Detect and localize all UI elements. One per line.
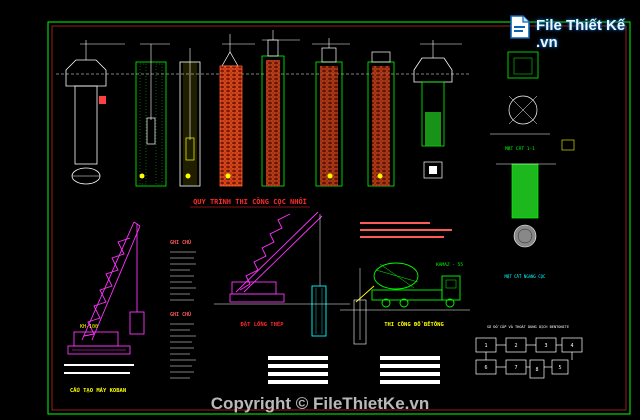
outer-frame <box>47 21 631 415</box>
site-logo[interactable]: File Thiết Kế .vn <box>506 10 626 51</box>
crane-model: KH-100 <box>80 324 98 330</box>
flow-box-7: 7 <box>514 365 517 371</box>
flow-caption: SƠ ĐỒ CẤP VÀ THOÁT DUNG DỊCH BENTONITE <box>487 324 569 329</box>
logo-text: File Thiết Kế .vn <box>536 17 626 51</box>
crane-lifting-cage <box>214 211 350 337</box>
flow-box-3: 3 <box>544 343 547 349</box>
pile-step-4 <box>219 34 243 187</box>
pile-sequence <box>56 30 470 187</box>
flow-box-2: 2 <box>514 343 517 349</box>
pile-step-5 <box>261 30 285 187</box>
side-caption: MẶT CẮT NGANG CỌC <box>505 274 547 279</box>
pour-caption: THI CÔNG ĐỔ BÊTÔNG <box>384 320 444 328</box>
pile-step-7 <box>367 51 395 187</box>
pile-step-2 <box>135 44 167 187</box>
section-caption: MẶT CẮT 1-1 <box>505 145 535 152</box>
notes-title: GHI CHÚ <box>170 239 191 246</box>
spec-tables <box>268 356 440 384</box>
legend-title: GHI CHÚ <box>170 311 191 318</box>
flow-box-6: 6 <box>484 365 487 371</box>
crane-caption: CẤU TẠO MÁY KOBAN <box>70 387 126 394</box>
flow-box-4: 4 <box>570 343 573 349</box>
bentonite-flow <box>475 337 583 379</box>
flow-box-5: 5 <box>558 365 561 371</box>
pile-step-8 <box>413 40 453 179</box>
cage-caption: ĐẶT LỒNG THÉP <box>240 320 284 328</box>
copyright-watermark: Copyright © FileThietKe.vn <box>210 394 430 413</box>
file-logo-icon <box>510 15 530 39</box>
truck-label: KAMAZ - 55 <box>436 262 463 268</box>
process-title: QUY TRÌNH THI CÔNG CỌC NHỒI <box>193 197 307 206</box>
pile-step-6 <box>315 38 343 187</box>
flow-box-1: 1 <box>484 343 487 349</box>
detail-column: MẶT CẮT 1-1 MẶT CẮT NGANG CỌC <box>490 51 575 279</box>
pile-step-1 <box>65 40 107 185</box>
crawler-crane-magenta <box>67 221 145 355</box>
inner-frame <box>51 25 627 411</box>
concrete-truck <box>340 262 470 345</box>
flow-box-8: 8 <box>535 367 538 373</box>
pile-step-3 <box>179 48 201 187</box>
notes-block: GHI CHÚ GHI CHÚ <box>170 222 452 379</box>
